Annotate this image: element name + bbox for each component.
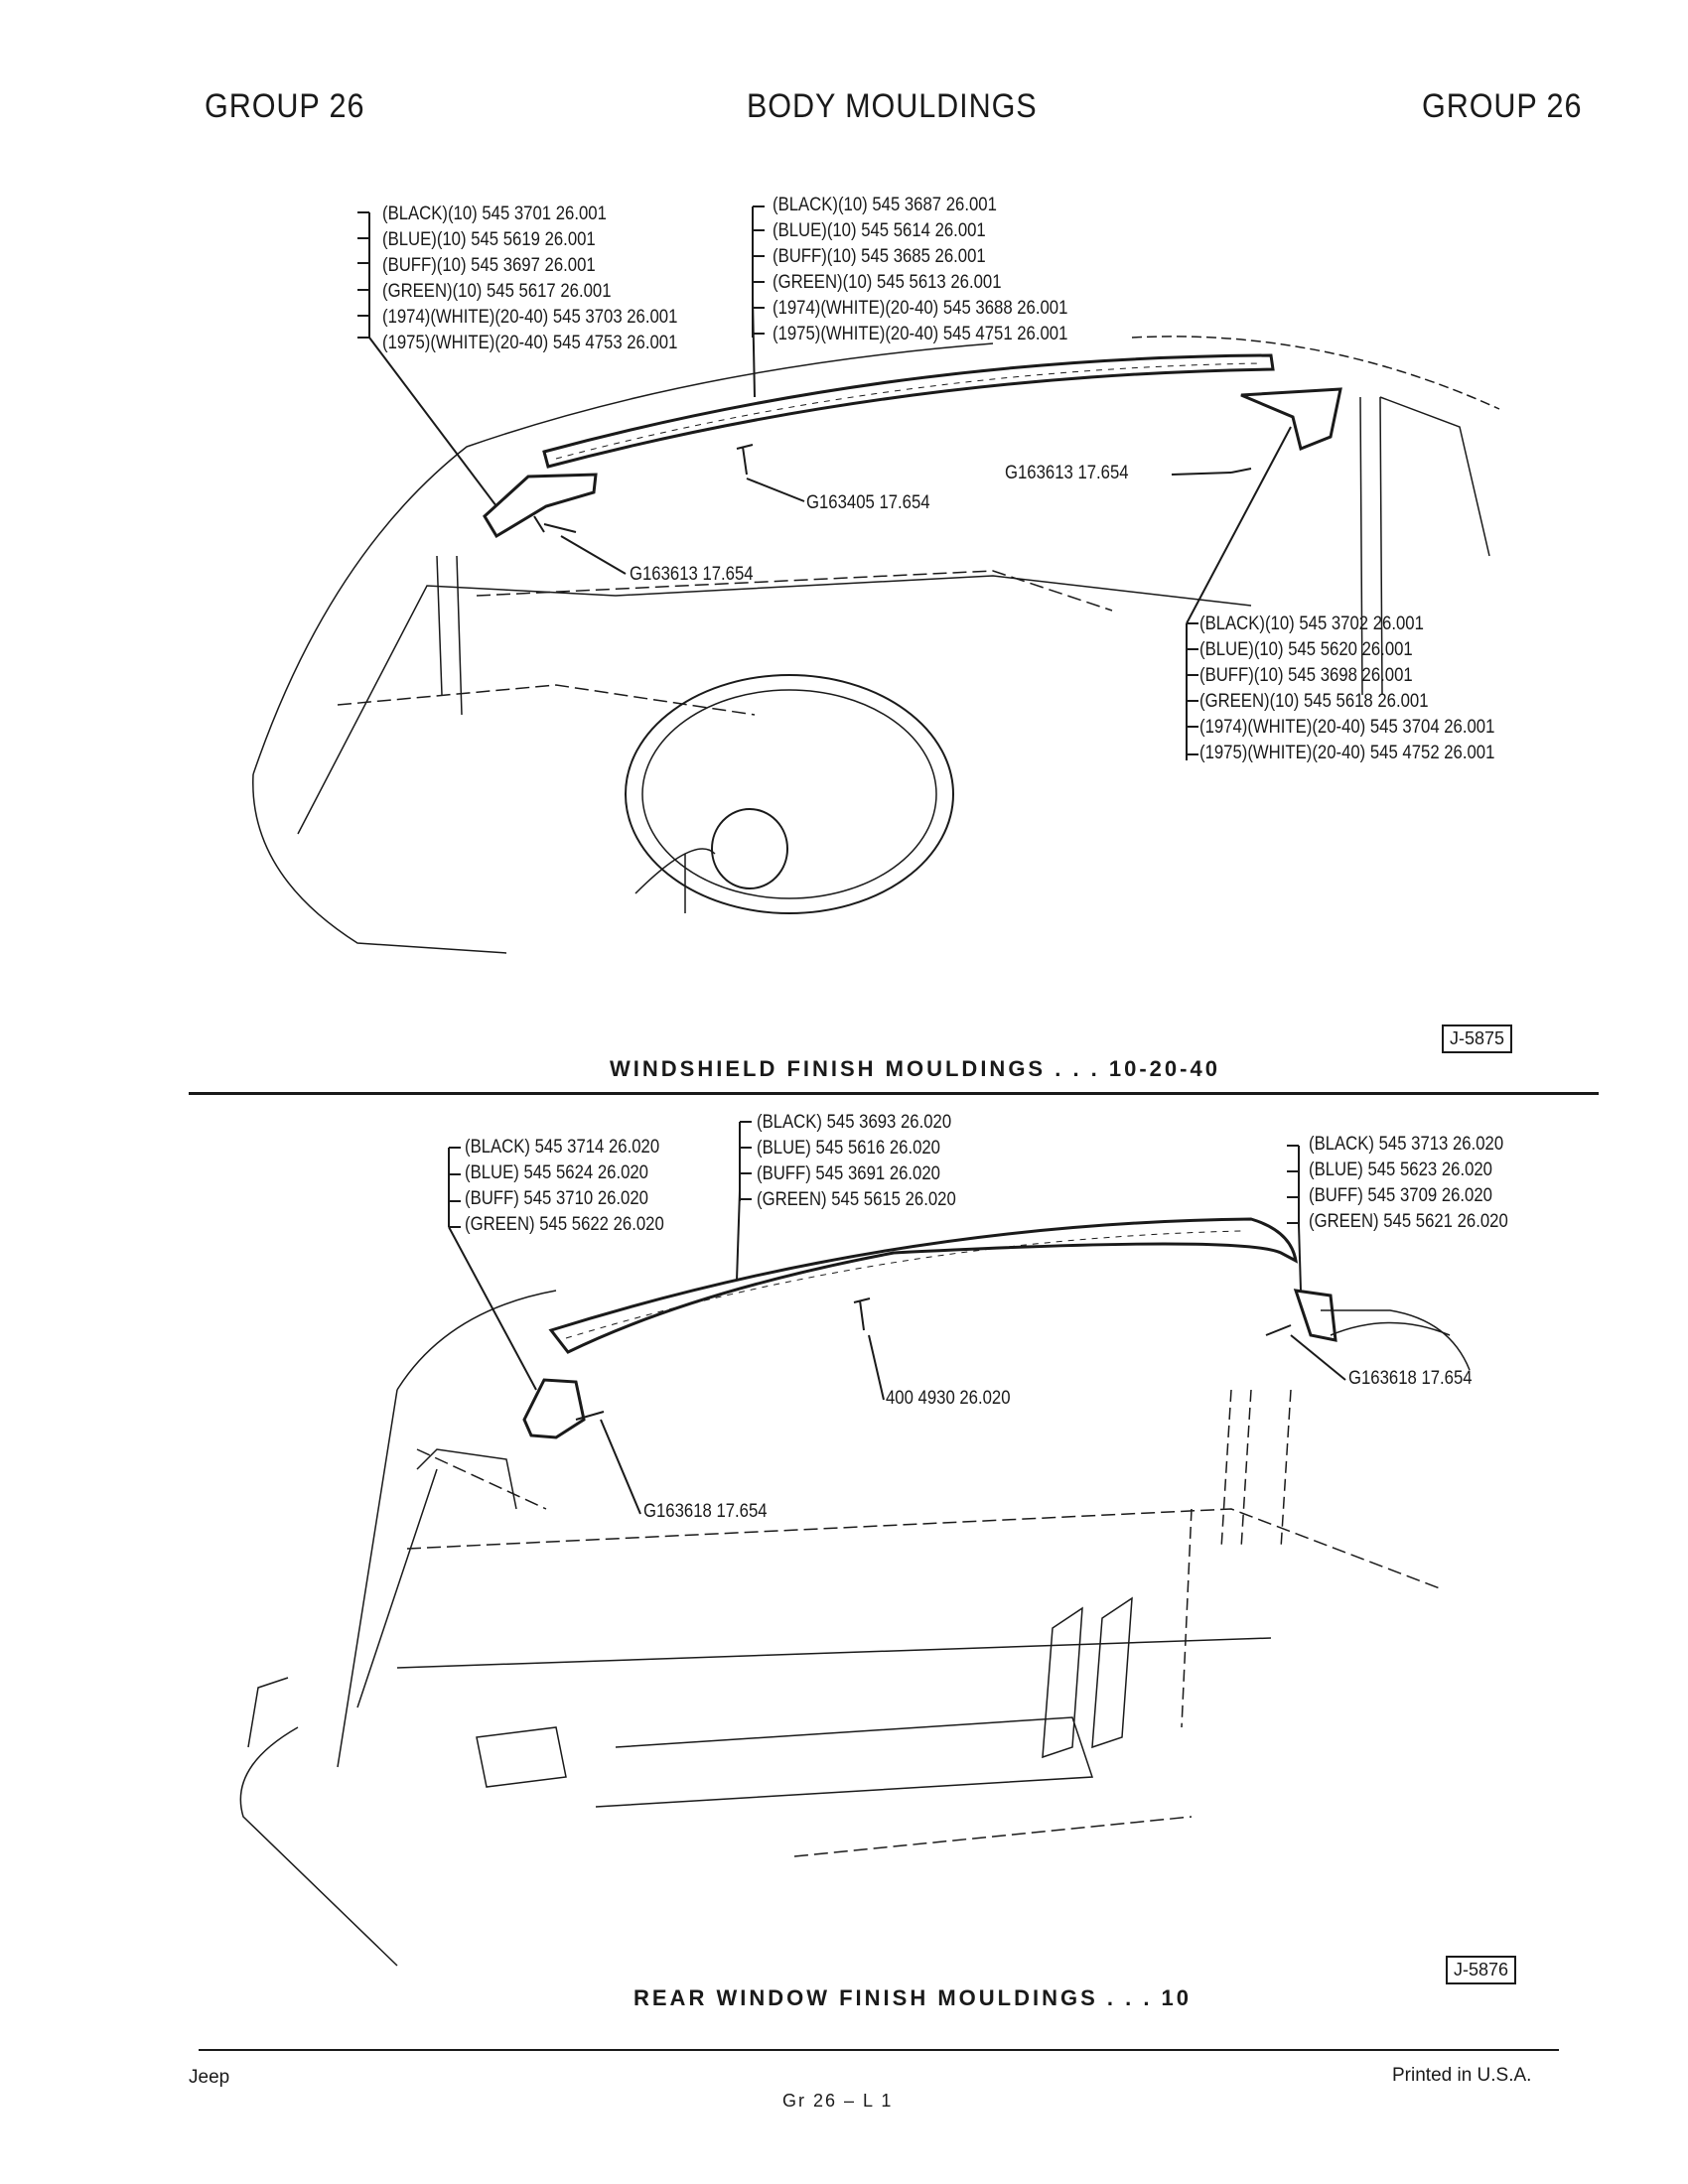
screw (533, 515, 577, 533)
footer-brand: Jeep (189, 2067, 230, 2088)
leader-line (752, 297, 756, 398)
leader-line (736, 1190, 741, 1282)
leader-line (1171, 472, 1232, 476)
rear-screw-center-label: 400 4930 26.020 (886, 1388, 1011, 1409)
leader-line (746, 478, 805, 502)
windshield-caption: WINDSHIELD FINISH MOULDINGS . . . 10-20-… (610, 1056, 1220, 1081)
part-number-line: (1974)(WHITE)(20-40) 545 3704 26.001 (1199, 717, 1495, 738)
page-title: BODY MOULDINGS (747, 87, 1038, 125)
leader-line (368, 337, 497, 507)
part-number-line: (1975)(WHITE)(20-40) 545 4753 26.001 (382, 333, 678, 353)
part-number-line: (BLUE) 545 5623 26.020 (1309, 1160, 1492, 1180)
part-number-line: (BLUE) 545 5616 26.020 (757, 1138, 940, 1159)
windshield-left-corner-parts: (BLACK)(10) 545 3701 26.001 (BLUE)(10) 5… (382, 202, 677, 356)
part-number-line: (GREEN)(10) 545 5613 26.001 (773, 272, 1002, 293)
leader-line (1186, 426, 1292, 624)
screw (736, 444, 754, 476)
leader-line (1290, 1334, 1346, 1381)
rear-window-moulding (548, 1217, 1298, 1354)
part-number-line: (BLACK) 545 3713 26.020 (1309, 1134, 1504, 1155)
part-number-line: (GREEN) 545 5622 26.020 (465, 1214, 664, 1235)
part-number-line: (BUFF) 545 3710 26.020 (465, 1188, 648, 1209)
leader-line (560, 535, 627, 575)
figure-id-rear-window: J-5876 (1446, 1956, 1517, 1984)
rear-screw-left-label: G163618 17.654 (643, 1501, 768, 1522)
part-number-line: (BLUE)(10) 545 5620 26.001 (1199, 639, 1413, 660)
part-number-line: (BUFF) 545 3709 26.020 (1309, 1185, 1492, 1206)
part-number-line: (BUFF)(10) 545 3698 26.001 (1199, 665, 1413, 686)
rear-window-caption: REAR WINDOW FINISH MOULDINGS . . . 10 (633, 1985, 1193, 2010)
windshield-center-parts: (BLACK)(10) 545 3687 26.001 (BLUE)(10) 5… (773, 193, 1067, 347)
windshield-screw-right-label: G163613 17.654 (1005, 463, 1129, 483)
part-number-line: (BLACK)(10) 545 3702 26.001 (1199, 614, 1424, 634)
part-number-line: (BLUE) 545 5624 26.020 (465, 1162, 648, 1183)
section-divider (189, 1092, 1599, 1095)
header-group-right: GROUP 26 (1422, 87, 1583, 125)
windshield-moulding (542, 353, 1275, 469)
part-number-line: (BLUE)(10) 545 5619 26.001 (382, 229, 596, 250)
part-number-line: (BLACK)(10) 545 3687 26.001 (773, 195, 997, 215)
part-number-line: (1975)(WHITE)(20-40) 545 4751 26.001 (773, 324, 1068, 344)
part-number-line: (BLACK) 545 3693 26.020 (757, 1112, 952, 1133)
windshield-moulding-inner (555, 362, 1262, 460)
rear-screw-right-label: G163618 17.654 (1348, 1368, 1473, 1389)
screw (575, 1411, 605, 1421)
bracket-line (1287, 1145, 1300, 1225)
screw (1230, 468, 1252, 474)
windshield-screw-left-label: G163613 17.654 (630, 564, 754, 585)
bracket-line (448, 1147, 461, 1228)
screw (853, 1297, 871, 1331)
windshield-right-corner-parts: (BLACK)(10) 545 3702 26.001 (BLUE)(10) 5… (1199, 612, 1494, 766)
part-number-line: (BUFF)(10) 545 3685 26.001 (773, 246, 986, 267)
leader-line (600, 1419, 641, 1515)
rear-window-moulding-inner (565, 1230, 1242, 1339)
bracket-line (357, 211, 370, 339)
part-number-line: (1974)(WHITE)(20-40) 545 3688 26.001 (773, 298, 1068, 319)
part-number-line: (GREEN) 545 5615 26.020 (757, 1189, 956, 1210)
part-number-line: (GREEN)(10) 545 5618 26.001 (1199, 691, 1429, 712)
figure-id-windshield: J-5875 (1442, 1024, 1513, 1053)
rear-center-parts: (BLACK) 545 3693 26.020 (BLUE) 545 5616 … (757, 1110, 956, 1213)
part-number-line: (BLUE)(10) 545 5614 26.001 (773, 220, 986, 241)
screw (1265, 1324, 1292, 1336)
leader-line (448, 1226, 537, 1391)
left-corner-piece (522, 1378, 586, 1439)
rear-right-corner-parts: (BLACK) 545 3713 26.020 (BLUE) 545 5623 … (1309, 1132, 1508, 1235)
part-number-line: (1974)(WHITE)(20-40) 545 3703 26.001 (382, 307, 678, 328)
bracket-line (739, 1121, 752, 1201)
left-corner-piece (483, 473, 598, 539)
part-number-line: (BUFF)(10) 545 3697 26.001 (382, 255, 596, 276)
part-number-line: (BLACK) 545 3714 26.020 (465, 1137, 660, 1158)
header-group-left: GROUP 26 (205, 87, 365, 125)
right-corner-piece (1240, 387, 1342, 452)
steering-hub (711, 808, 788, 889)
rear-left-corner-parts: (BLACK) 545 3714 26.020 (BLUE) 545 5624 … (465, 1135, 664, 1238)
leader-line (868, 1334, 885, 1401)
part-number-line: (BLACK)(10) 545 3701 26.001 (382, 204, 607, 224)
bracket-line (1186, 622, 1198, 760)
footer-page-number: Gr 26 – L 1 (782, 2091, 894, 2111)
right-corner-piece (1293, 1289, 1337, 1342)
part-number-line: (GREEN) 545 5621 26.020 (1309, 1211, 1508, 1232)
part-number-line: (BUFF) 545 3691 26.020 (757, 1163, 940, 1184)
part-number-line: (GREEN)(10) 545 5617 26.001 (382, 281, 612, 302)
footer-printed: Printed in U.S.A. (1392, 2065, 1532, 2086)
steering-wheel (625, 674, 954, 914)
footer-divider (199, 2049, 1559, 2051)
windshield-screw-center-label: G163405 17.654 (806, 492, 930, 513)
leader-line (1298, 1224, 1302, 1292)
bracket-line (752, 205, 765, 338)
part-number-line: (1975)(WHITE)(20-40) 545 4752 26.001 (1199, 743, 1495, 763)
